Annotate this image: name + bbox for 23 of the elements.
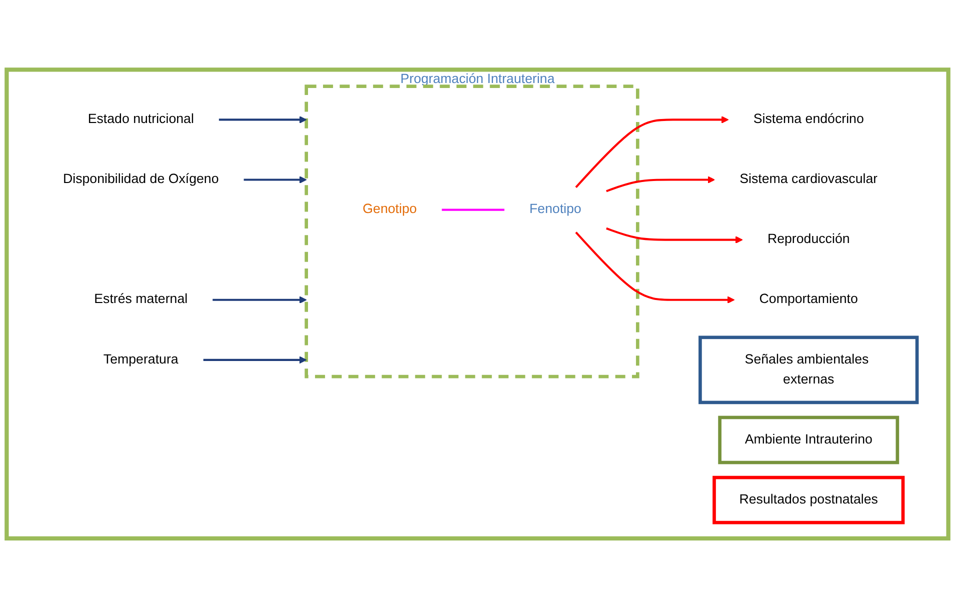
arrow — [575, 232, 735, 304]
node-box: Resultados postnatales — [712, 476, 905, 524]
arrow — [212, 296, 307, 304]
node-text: Sistema endócrino — [753, 112, 864, 126]
node-text: Estrés maternal — [94, 292, 188, 306]
node-text: Reproducción — [767, 232, 850, 246]
node-text: Temperatura — [103, 352, 178, 367]
cluster — [304, 84, 640, 378]
arrow — [244, 176, 307, 184]
node-text: Disponibilidad de Oxígeno — [62, 172, 219, 186]
node-text: Fenotipo — [529, 202, 582, 216]
connector — [442, 208, 504, 211]
node-box: Señales ambientales externas — [698, 336, 919, 404]
node-text: Genotipo — [362, 202, 417, 216]
node-text: Sistema cardiovascular — [740, 172, 878, 186]
arrow — [575, 116, 729, 188]
arrow — [218, 116, 307, 124]
arrow — [203, 356, 307, 364]
arrow — [606, 227, 743, 244]
node-text: Comportamiento — [759, 292, 858, 306]
node-box: Ambiente Intrauterino — [718, 416, 900, 464]
node-text: Estado nutricional — [88, 112, 194, 126]
arrow — [606, 176, 715, 192]
